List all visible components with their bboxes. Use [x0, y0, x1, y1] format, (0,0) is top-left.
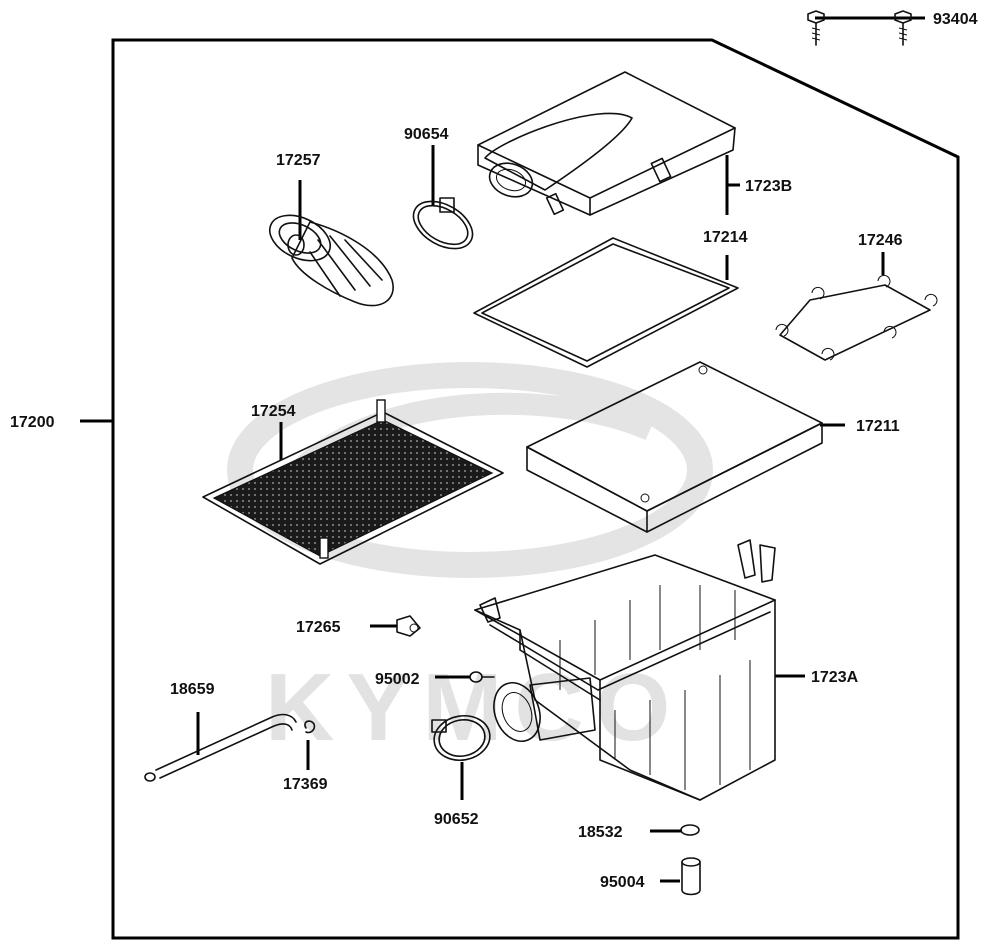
- gasket-17214: [473, 237, 739, 368]
- label-17257: 17257: [276, 152, 321, 169]
- part-labels: 93404 90654 17257 1723B 17214 17246 1720…: [10, 11, 978, 891]
- label-17211: 17211: [856, 418, 900, 435]
- element-17211: [526, 361, 823, 533]
- clamp-90652: [431, 714, 491, 762]
- clamp-90654: [412, 197, 474, 250]
- case-1723A: [474, 539, 776, 801]
- hose-18659: [144, 713, 297, 782]
- label-90652: 90652: [434, 811, 479, 828]
- label-17200: 17200: [10, 414, 55, 431]
- label-17214: 17214: [703, 229, 748, 246]
- label-93404: 93404: [933, 11, 978, 28]
- label-18659: 18659: [170, 681, 215, 698]
- sleeve-95004: [681, 857, 701, 896]
- label-17265: 17265: [296, 619, 341, 636]
- group-boundary: [111, 38, 960, 940]
- label-18532: 18532: [578, 824, 623, 841]
- label-17369: 17369: [283, 776, 328, 793]
- watermark-brand: KYMCO: [265, 654, 682, 761]
- label-1723B: 1723B: [745, 178, 792, 195]
- label-17254: 17254: [251, 403, 296, 420]
- label-95004: 95004: [600, 874, 645, 891]
- leader-lines: [80, 16, 925, 883]
- ring-18532: [680, 824, 700, 836]
- clip-17369: [304, 720, 316, 734]
- label-90654: 90654: [404, 126, 449, 143]
- cover-1723B: [477, 71, 736, 216]
- label-17246: 17246: [858, 232, 903, 249]
- screw-95002: [469, 671, 495, 683]
- bolt-93404: [807, 10, 912, 46]
- filter-17254: [202, 399, 504, 565]
- clips-17246: [775, 274, 938, 361]
- label-95002: 95002: [375, 671, 420, 688]
- duct-17257: [268, 214, 394, 307]
- label-1723A: 1723A: [811, 669, 859, 686]
- kymco-watermark: KYMCO: [227, 362, 713, 761]
- plug-17265: [396, 615, 421, 637]
